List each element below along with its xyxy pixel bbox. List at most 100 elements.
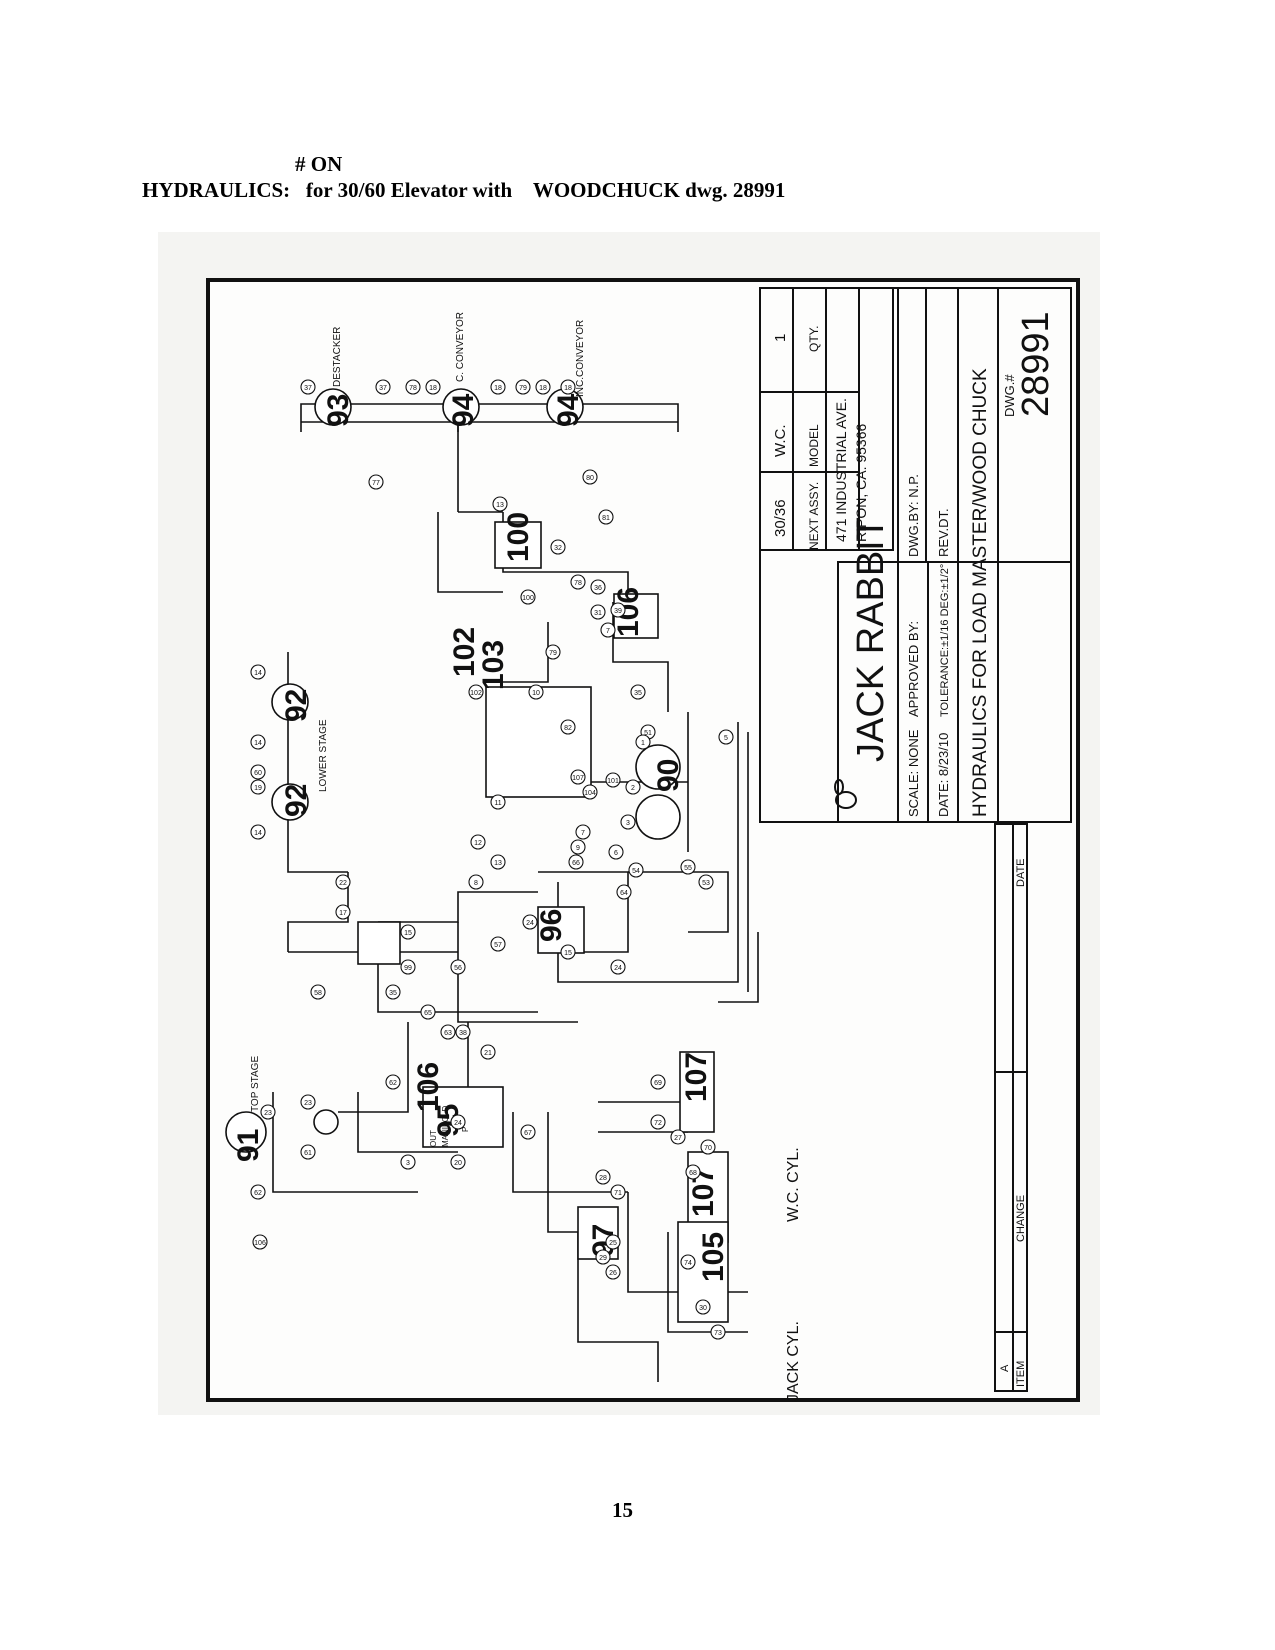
part-balloon-circle — [468, 874, 484, 890]
part-balloon-circle — [598, 509, 614, 525]
part-balloon-circle — [695, 1299, 711, 1315]
part-balloon-label: 18 — [539, 385, 547, 392]
part-balloon-circle — [590, 579, 606, 595]
page-number: 15 — [612, 1498, 633, 1522]
part-balloon-circle — [425, 379, 441, 395]
part-balloon-circle — [718, 729, 734, 745]
revision-block — [994, 823, 1028, 1392]
part-balloon-circle — [252, 1234, 268, 1250]
part-balloon-label: 9 — [576, 845, 580, 852]
manifold-p-label: P — [461, 1127, 470, 1132]
part-balloon-label: 65 — [424, 1010, 432, 1017]
part-balloon-circle — [260, 1104, 276, 1120]
part-balloon-label: 37 — [379, 385, 387, 392]
rev-dt-text: REV.DT. — [936, 508, 951, 557]
part-balloon-circle — [250, 779, 266, 795]
component-number-92: 92 — [280, 784, 313, 817]
part-balloon-label: 70 — [704, 1145, 712, 1152]
part-balloon-circle — [550, 539, 566, 555]
part-balloon-label: 64 — [620, 890, 628, 897]
part-balloon-circle — [590, 604, 606, 620]
top-stage-label: TOP STAGE — [250, 1056, 261, 1112]
part-balloon-label: 51 — [644, 730, 652, 737]
part-balloon-label: 71 — [614, 1190, 622, 1197]
component-number-96: 96 — [535, 909, 568, 942]
part-balloon-circle — [635, 734, 651, 750]
part-balloon-circle — [575, 824, 591, 840]
title-block — [759, 287, 1072, 823]
part-balloon-circle — [630, 684, 646, 700]
part-balloon-label: 37 — [304, 385, 312, 392]
part-balloon-label: 14 — [254, 740, 262, 747]
part-balloon-label: 82 — [564, 725, 572, 732]
part-balloon-label: 78 — [574, 580, 582, 587]
dwg-number: 28991 — [1015, 311, 1057, 417]
part-balloon-circle — [335, 904, 351, 920]
part-balloon-circle — [570, 769, 586, 785]
part-balloon-label: 56 — [454, 965, 462, 972]
rabbit-logo-icon — [834, 779, 857, 809]
part-balloon-circle — [535, 379, 551, 395]
part-balloon-circle — [670, 1129, 686, 1145]
part-balloon-circle — [520, 589, 536, 605]
part-balloon-label: 68 — [689, 1170, 697, 1177]
part-balloon-circle — [490, 794, 506, 810]
part-balloon-label: 28 — [599, 1175, 607, 1182]
motor-92b — [271, 783, 309, 821]
part-balloon-label: 23 — [264, 1110, 272, 1117]
part-balloon-label: 77 — [372, 480, 380, 487]
part-balloon-label: 60 — [254, 770, 262, 777]
part-balloon-label: 55 — [684, 865, 692, 872]
part-balloon-circle — [250, 1184, 266, 1200]
part-balloon-circle — [420, 1004, 436, 1020]
header-line-2: HYDRAULICS: for 30/60 Elevator with WOOD… — [142, 178, 786, 202]
lower-stage-label: LOWER STAGE — [318, 719, 329, 792]
motor-91 — [225, 1111, 267, 1153]
part-balloon-circle — [450, 959, 466, 975]
hydraulic-schematic-sheet: 30/36 NEXT ASSY. W.C. MODEL 1 QTY. JACK … — [158, 232, 1100, 1415]
part-balloon-label: 72 — [654, 1120, 662, 1127]
part-balloon-circle — [468, 684, 484, 700]
part-balloon-circle — [560, 719, 576, 735]
qty-value: 1 — [772, 334, 789, 342]
part-balloon-label: 10 — [532, 690, 540, 697]
destacker-label: DESTACKER — [332, 327, 343, 387]
part-balloon-circle — [582, 784, 598, 800]
header-line-1: # ON — [295, 152, 343, 176]
part-balloon-circle — [335, 874, 351, 890]
part-balloon-label: 29 — [599, 1255, 607, 1262]
part-balloon-label: 21 — [484, 1050, 492, 1057]
motor-92a — [271, 683, 309, 721]
part-balloon-circle — [440, 1024, 456, 1040]
part-balloon-circle — [610, 1184, 626, 1200]
company-name: JACK RABBIT — [850, 517, 892, 762]
part-balloon-label: 80 — [586, 475, 594, 482]
part-balloon-label: 102 — [470, 690, 482, 697]
valve-100 — [494, 521, 542, 569]
part-balloon-label: 53 — [702, 880, 710, 887]
part-balloon-label: 38 — [459, 1030, 467, 1037]
c-conveyor-label: C. CONVEYOR — [455, 312, 466, 382]
part-balloon-label: 62 — [389, 1080, 397, 1087]
cylinder-107a — [679, 1051, 715, 1133]
part-balloon-circle — [455, 1024, 471, 1040]
drawing-border — [206, 278, 1080, 1402]
part-balloon-label: 13 — [494, 860, 502, 867]
part-balloon-circle — [568, 854, 584, 870]
part-balloon-circle — [710, 1324, 726, 1340]
date-text: DATE: 8/23/10 — [936, 733, 951, 817]
part-balloon-label: 14 — [254, 830, 262, 837]
part-balloon-label: 30 — [699, 1305, 707, 1312]
part-balloon-label: 36 — [594, 585, 602, 592]
part-balloon-circle — [595, 1169, 611, 1185]
part-balloon-label: 67 — [524, 1130, 532, 1137]
address-line-2: RIPON, CA. 95366 — [853, 424, 869, 542]
part-balloon-circle — [492, 496, 508, 512]
part-balloon-circle — [628, 862, 644, 878]
part-balloon-label: 17 — [339, 910, 347, 917]
part-balloon-label: 54 — [632, 868, 640, 875]
motor-94a — [442, 388, 480, 426]
part-balloon-label: 18 — [429, 385, 437, 392]
revision-change-header: CHANGE — [1015, 1195, 1027, 1242]
dwg-number-label: DWG.# — [1002, 374, 1017, 417]
